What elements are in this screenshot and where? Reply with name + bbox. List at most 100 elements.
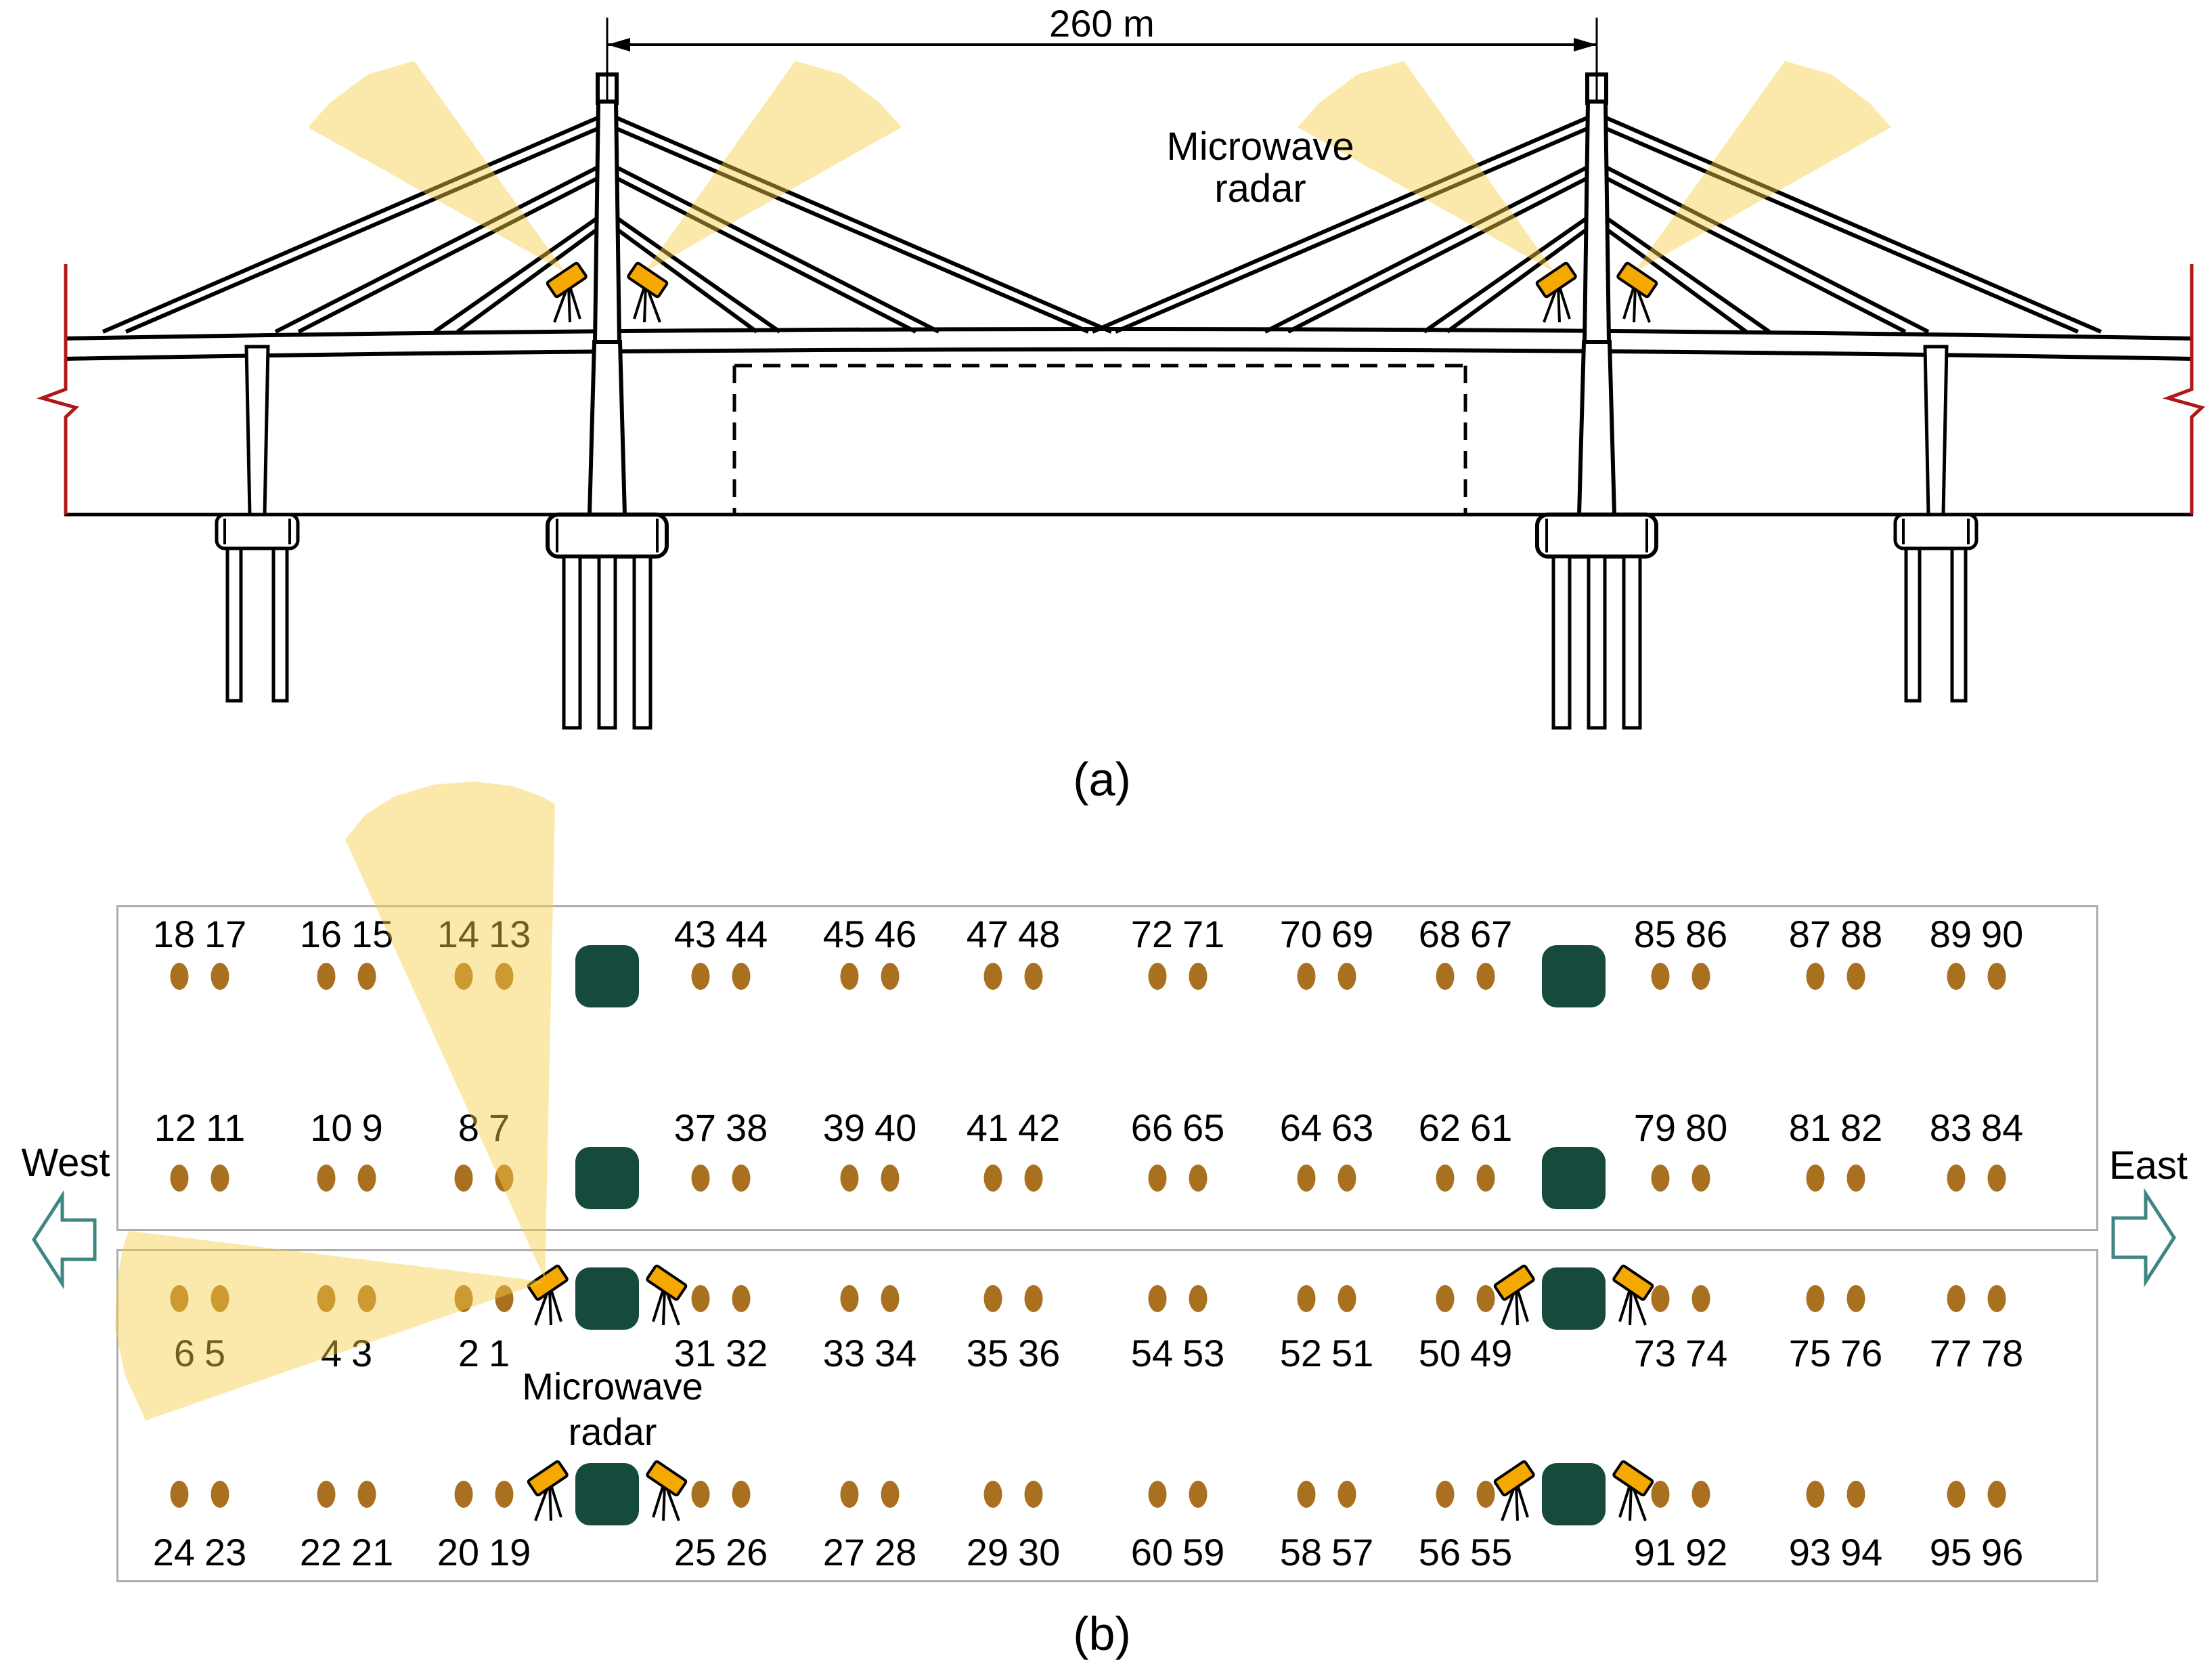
stay-cable xyxy=(1595,220,1748,334)
sensor-dot-pair xyxy=(1806,1481,1865,1508)
sensor-dot-pair xyxy=(1297,963,1356,990)
sensor-dot xyxy=(211,963,229,990)
monitored-span-outline xyxy=(732,364,1467,513)
sensor-dot-pair xyxy=(1806,963,1865,990)
sensor-number: 20 xyxy=(437,1531,479,1573)
sensor-number: 67 xyxy=(1470,913,1513,955)
sensor-dot xyxy=(1806,963,1825,990)
span-dimension: 260 m xyxy=(606,2,1598,100)
sensor-dot-pair xyxy=(1297,1481,1356,1508)
sensor-number: 30 xyxy=(1018,1531,1061,1573)
sensor-dot-pair xyxy=(1651,963,1710,990)
sensor-dot-pair xyxy=(840,1285,900,1312)
sensor-number: 19 xyxy=(489,1531,531,1573)
sensor-dot xyxy=(170,1165,189,1192)
sensor-dot xyxy=(1987,1165,2006,1192)
sensor-dot xyxy=(1691,963,1710,990)
stay-cable xyxy=(1595,160,1930,334)
sensor-dot xyxy=(1476,1481,1495,1508)
stay-cable xyxy=(1114,123,1598,334)
sensor-dot-pair xyxy=(1651,1481,1710,1508)
sensor-dot-pair xyxy=(170,963,229,990)
sensor-dot-pair xyxy=(1148,1481,1208,1508)
stay-cable xyxy=(1091,112,1598,334)
sensor-dot xyxy=(1024,963,1043,990)
sensor-number: 78 xyxy=(1981,1332,2024,1374)
sensor-dot xyxy=(1148,963,1167,990)
sensor-dot-pair xyxy=(1436,1165,1495,1192)
sensor-dot xyxy=(1947,1481,1966,1508)
sensor-dot-pair xyxy=(840,963,900,990)
sensor-dot xyxy=(1189,963,1208,990)
sensor-dot xyxy=(983,1481,1002,1508)
break-mark-left xyxy=(36,264,79,515)
sensor-dot xyxy=(732,1165,751,1192)
sensor-dot-pair xyxy=(1297,1165,1356,1192)
stay-cable xyxy=(1595,123,2079,334)
sensor-dot xyxy=(1691,1165,1710,1192)
sensor-dot xyxy=(1947,1285,1966,1312)
sensor-number: 42 xyxy=(1018,1106,1061,1149)
stay-cable xyxy=(274,160,609,334)
sensor-number: 1 xyxy=(489,1332,510,1374)
sensor-dot-pair xyxy=(1806,1285,1865,1312)
stay-cable xyxy=(433,209,609,334)
sensor-number: 75 xyxy=(1788,1332,1831,1374)
sensor-dot xyxy=(1297,963,1316,990)
sensor-dot xyxy=(1297,1285,1316,1312)
stay-cable xyxy=(456,220,609,334)
sensor-dot xyxy=(1148,1481,1167,1508)
sensor-dot xyxy=(1189,1481,1208,1508)
sensor-dot xyxy=(1947,1165,1966,1192)
sensor-number: 34 xyxy=(875,1332,917,1374)
stay-cable xyxy=(1595,112,2102,334)
sensor-dot xyxy=(1476,963,1495,990)
sensor-dot-pair xyxy=(983,1285,1043,1312)
sensor-dot xyxy=(1337,1481,1356,1508)
sensor-number: 68 xyxy=(1418,913,1461,955)
sensor-number: 18 xyxy=(152,913,195,955)
sensor-dot xyxy=(211,1285,229,1312)
pylon-right xyxy=(1535,72,1658,730)
sensor-dot xyxy=(691,1165,710,1192)
sensor-number: 13 xyxy=(489,913,531,955)
plan-upper-box xyxy=(116,905,2098,1231)
sensor-dot-pair xyxy=(840,1165,900,1192)
sensor-dot xyxy=(1987,963,2006,990)
sensor-number: 22 xyxy=(299,1531,342,1573)
sensor-dot xyxy=(983,1165,1002,1192)
stay-cable xyxy=(1423,209,1598,334)
sensor-dot xyxy=(454,963,473,990)
sensor-dot-pair xyxy=(170,1165,229,1192)
break-mark-right xyxy=(2162,264,2205,515)
sensor-number: 60 xyxy=(1130,1531,1173,1573)
sensor-number: 92 xyxy=(1685,1531,1728,1573)
sensor-dot-pair xyxy=(983,1481,1043,1508)
stay-cable xyxy=(125,123,609,334)
sensor-dot xyxy=(1846,1481,1865,1508)
sensor-number: 58 xyxy=(1279,1531,1322,1573)
sensor-dot-pair xyxy=(1436,1481,1495,1508)
sensor-dot xyxy=(357,1285,376,1312)
sensor-dot xyxy=(170,1481,189,1508)
stay-cable xyxy=(102,112,609,334)
